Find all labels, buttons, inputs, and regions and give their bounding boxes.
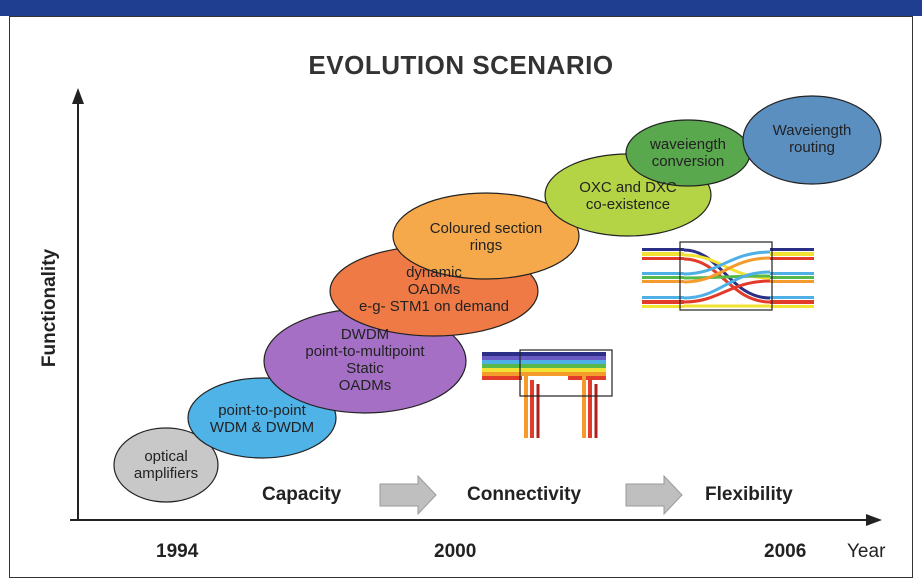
year-label-2000: 2000 [434, 541, 477, 562]
stage-label-line: optical [144, 448, 188, 465]
stage-label-point-to-point: point-to-point WDM & DWDM [188, 402, 336, 436]
stage-label-oxc-dxc: OXC and DXC co-existence [545, 179, 711, 213]
stage-label-line: dynamic [406, 264, 462, 281]
oadm-illustration [482, 349, 613, 438]
stage-label-line: point-to-point [218, 402, 306, 419]
stage-label-line: waveiength [650, 136, 726, 153]
stage-label-line: routing [789, 139, 835, 156]
stage-label-line: e-g- STM1 on demand [358, 298, 510, 315]
stage-label-line: WDM & DWDM [209, 419, 315, 436]
stage-label-line: amplifiers [133, 465, 199, 482]
stage-label-line: OXC and DXC [579, 179, 677, 196]
stage-label-coloured-rings: Coloured section rings [393, 220, 579, 254]
stage-label-optical-amplifiers: optical amplifiers [116, 448, 216, 482]
stage-label-line: co-existence [585, 196, 671, 213]
x-axis-arrow [866, 514, 882, 526]
stage-ellipse-wavelength-routing [742, 95, 882, 185]
year-label-1994: 1994 [156, 541, 199, 562]
phase-arrow-connectivity-flexibility [625, 474, 683, 516]
stage-label-line: Waveiength [772, 122, 852, 139]
stage-label-line: rings [469, 237, 503, 254]
phase-label-capacity: Capacity [262, 484, 342, 505]
stage-label-line: conversion [651, 153, 725, 170]
x-axis-label: Year [847, 541, 886, 562]
stage-label-line: OADMs [338, 377, 392, 394]
phase-arrow-capacity-connectivity [379, 474, 437, 516]
stage-label-line: DWDM [340, 326, 390, 343]
stage-label-line: Coloured section [429, 220, 543, 237]
stage-label-dwdm-multipoint: DWDM point-to-multipoint Static OADMs [264, 326, 466, 394]
stage-label-dynamic-oadms: dynamic OADMs e-g- STM1 on demand [330, 264, 538, 315]
stage-label-line: Static [346, 360, 384, 377]
top-banner [0, 0, 922, 16]
stage-ellipse-optical-amplifiers [113, 427, 219, 503]
stage-label-line: point-to-multipoint [305, 343, 425, 360]
phase-label-connectivity: Connectivity [467, 484, 582, 505]
diagram-title: EVOLUTION SCENARIO [308, 50, 614, 80]
oxc-illustration [642, 241, 814, 311]
stage-label-line: OADMs [407, 281, 461, 298]
phase-label-flexibility: Flexibility [705, 484, 793, 505]
stage-ellipse-coloured-rings [392, 192, 580, 280]
stage-label-wavelength-routing: Waveiength routing [743, 122, 881, 156]
y-axis-arrow [72, 88, 84, 104]
stage-label-wavelength-conversion: waveiength conversion [626, 136, 750, 170]
year-label-2006: 2006 [764, 541, 807, 562]
